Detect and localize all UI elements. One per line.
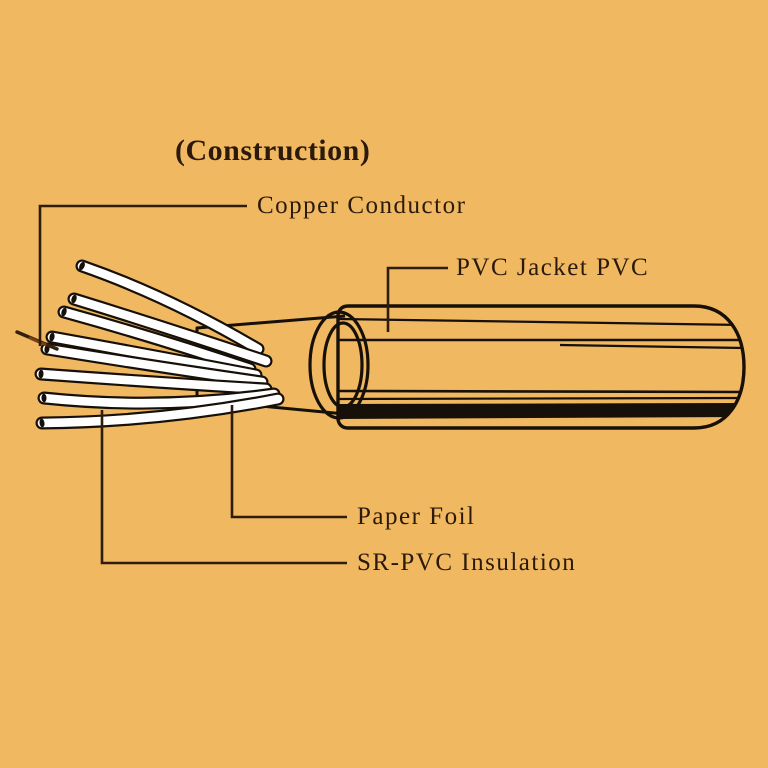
jacket-end-ring [308,310,370,420]
insulated-wires [34,259,285,430]
diagram-title: (Construction) [175,134,371,167]
pvc-jacket [336,304,746,430]
insulated-wire [34,367,273,396]
pvc-jacket-leader-line [386,266,448,332]
leader-lines [38,204,448,565]
wire-end-cap [61,307,67,317]
label-copper-conductor: Copper Conductor [257,192,467,219]
jacket-stripe-line [559,343,744,350]
insulated-wire [57,305,257,376]
jacket-stripe-line [338,317,744,327]
label-paper-foil: Paper Foil [357,503,476,530]
wire-end-cap [71,294,77,304]
label-pvc-jacket: PVC Jacket PVC [456,254,650,281]
wire-end-cap [41,393,47,403]
insulated-wire [67,292,273,368]
jacket-stripe-line [338,396,744,401]
insulated-wire [45,330,263,382]
pvc-jacket-stripes [338,317,744,419]
label-sr-pvc-insulation: SR-PVC Insulation [357,549,577,576]
jacket-stripe-line [338,389,744,394]
bare-copper-conductor [15,330,59,351]
paper-foil-leader-line [230,405,347,519]
insulated-wire [75,259,265,356]
wire-end-cap [38,369,44,379]
insulated-wire [37,387,281,410]
insulated-wire [35,392,285,430]
wire-end-cap [39,418,45,428]
copper-conductor-leader-line [38,204,247,346]
sr-pvc-insulation-leader-line [100,410,347,565]
wire-end-cap [79,261,85,271]
wire-end-cap [49,332,55,342]
jacket-black-band [338,403,744,419]
